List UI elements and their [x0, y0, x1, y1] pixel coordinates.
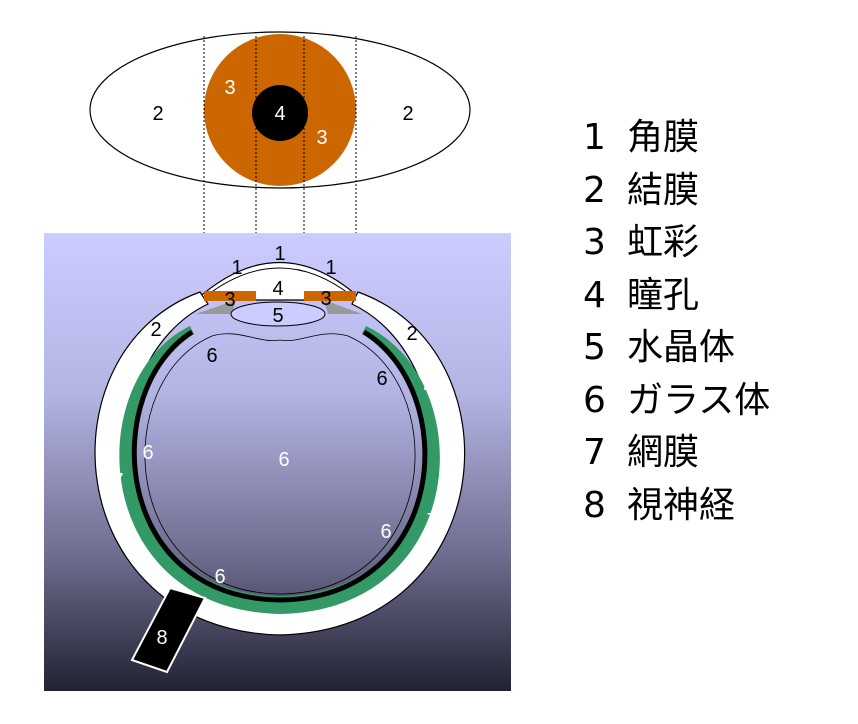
label-vitreous-1: 6 — [206, 345, 217, 367]
legend-term: 瞳孔 — [627, 274, 700, 316]
legend-number: 2 — [583, 169, 606, 211]
legend-item: 5 水晶体 — [583, 322, 770, 375]
label-conjunctiva-right: 2 — [406, 323, 417, 345]
label-cornea-left: 1 — [231, 257, 242, 279]
label-optic-nerve: 8 — [156, 627, 167, 649]
label-iris-right: 3 — [320, 288, 331, 310]
label-front-iris-lower: 3 — [316, 127, 327, 149]
cross-section — [44, 233, 511, 691]
legend-number: 8 — [583, 484, 606, 526]
legend-item: 3 虹彩 — [583, 217, 770, 270]
legend-item: 1 角膜 — [583, 112, 770, 165]
legend-item: 8 視神経 — [583, 480, 770, 533]
legend-number: 5 — [583, 327, 606, 368]
label-vitreous-4: 6 — [278, 449, 289, 471]
legend-term: 視神経 — [627, 484, 736, 526]
legend-term: ガラス体 — [627, 379, 771, 421]
front-pupil — [252, 85, 308, 141]
legend-item: 6 ガラス体 — [583, 375, 770, 428]
label-conjunctiva-left: 2 — [150, 319, 161, 341]
label-cornea-right: 1 — [325, 257, 336, 279]
legend-number: 7 — [583, 432, 606, 473]
label-vitreous-6: 6 — [214, 566, 225, 588]
legend-number: 4 — [583, 274, 606, 316]
legend-number: 3 — [583, 222, 606, 263]
legend-term: 虹彩 — [627, 222, 700, 263]
label-retina-left: 7 — [112, 470, 123, 492]
cross-section-labels: 1 1 1 3 3 4 5 2 2 6 6 6 6 6 6 7 7 7 8 — [112, 243, 437, 649]
label-vitreous-3: 6 — [142, 442, 153, 464]
front-view-labels: 2 2 3 3 4 — [152, 77, 413, 149]
optic-nerve — [130, 586, 207, 674]
ciliary-body-right — [324, 300, 362, 314]
vitreous-body — [144, 333, 416, 595]
front-view — [89, 31, 471, 296]
label-front-pupil: 4 — [274, 103, 285, 125]
legend: 1 角膜 2 結膜 3 虹彩 4 瞳孔 5 水晶体 6 ガラス体 7 網膜 8 視神経 — [583, 112, 770, 532]
cornea-outer — [194, 262, 364, 301]
legend-item: 4 瞳孔 — [583, 270, 770, 323]
ciliary-body-left — [196, 300, 236, 314]
iris-left — [204, 291, 256, 301]
legend-number: 1 — [583, 117, 606, 158]
cornea-inner — [205, 267, 353, 297]
choroid-ring — [131, 329, 428, 603]
label-lens: 5 — [272, 305, 283, 327]
legend-term: 網膜 — [627, 432, 700, 473]
label-pupil: 4 — [272, 278, 283, 300]
label-retina-right-lower: 7 — [426, 510, 437, 532]
label-iris-left: 3 — [224, 289, 235, 311]
legend-term: 水晶体 — [627, 327, 736, 368]
label-cornea-top: 1 — [274, 243, 285, 265]
legend-term: 結膜 — [627, 169, 700, 211]
legend-item: 2 結膜 — [583, 165, 770, 218]
iris-right — [304, 291, 356, 301]
legend-item: 7 網膜 — [583, 427, 770, 480]
label-front-iris-upper: 3 — [224, 77, 235, 99]
legend-term: 角膜 — [627, 117, 700, 158]
label-front-sclera-right: 2 — [402, 103, 413, 125]
label-vitreous-5: 6 — [380, 521, 391, 543]
label-retina-right-upper: 7 — [420, 373, 431, 395]
legend-number: 6 — [583, 379, 606, 421]
label-front-sclera-left: 2 — [152, 103, 163, 125]
label-vitreous-2: 6 — [376, 368, 387, 390]
lens — [230, 301, 326, 327]
